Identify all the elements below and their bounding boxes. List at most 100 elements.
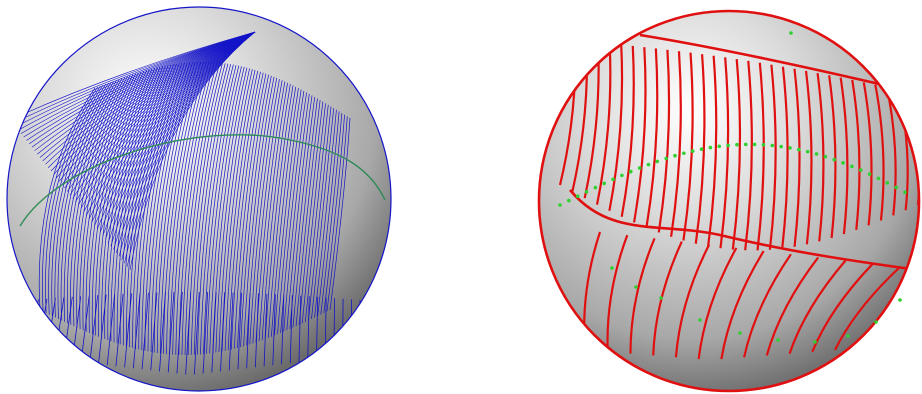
left-curve <box>342 298 344 358</box>
left-curve <box>298 101 324 325</box>
left-curve <box>227 71 261 351</box>
left-curve <box>263 293 268 367</box>
left-curve <box>37 31 256 155</box>
left-curve <box>135 63 180 349</box>
left-curve <box>102 31 256 237</box>
left-sphere-outline <box>6 6 392 392</box>
left-curve <box>19 299 31 356</box>
right-dot <box>814 152 819 156</box>
right-dot <box>779 144 783 149</box>
left-curve <box>258 82 288 342</box>
right-dot <box>743 142 748 147</box>
right-rung <box>756 62 765 251</box>
right-dot <box>735 142 739 147</box>
left-curve <box>141 292 149 370</box>
left-curve <box>86 31 256 216</box>
left-curve <box>67 31 256 192</box>
left-curve <box>184 62 223 356</box>
left-curve <box>28 31 256 145</box>
left-curve <box>18 31 256 131</box>
right-rung <box>608 44 624 212</box>
left-curve <box>15 31 256 128</box>
left-curve <box>124 293 132 368</box>
left-curve <box>113 31 256 250</box>
left-curve <box>107 31 256 243</box>
left-curve <box>58 31 256 182</box>
left-seam-curve <box>19 134 386 227</box>
left-curve <box>88 31 256 219</box>
left-curve <box>237 292 242 370</box>
left-curve <box>267 86 297 338</box>
left-curve <box>200 65 237 355</box>
right-band-top <box>639 33 906 92</box>
left-curve <box>47 31 256 168</box>
left-curve <box>176 292 183 374</box>
right-dot <box>823 154 828 159</box>
left-curve <box>172 61 212 355</box>
right-dot <box>797 147 801 152</box>
right-dot <box>832 157 837 162</box>
left-curve <box>190 63 229 355</box>
left-curve <box>141 62 185 351</box>
right-dot <box>738 331 742 335</box>
right-rung <box>731 59 742 250</box>
right-dot <box>575 194 580 198</box>
left-curve <box>329 117 351 311</box>
right-dot <box>659 296 663 300</box>
left-curve <box>175 62 215 355</box>
left-curve <box>246 293 251 369</box>
left-curve <box>264 85 294 340</box>
left-curve <box>193 291 200 375</box>
left-curve <box>106 294 116 366</box>
left-curve <box>45 31 256 165</box>
left-curve <box>314 109 337 318</box>
left-curve <box>271 88 299 337</box>
left-curve <box>53 31 256 175</box>
left-curve <box>193 64 231 355</box>
left-curve <box>316 296 319 361</box>
left-curve <box>289 96 316 329</box>
right-lower-rung <box>765 256 820 356</box>
right-dot <box>776 338 780 342</box>
left-curve <box>51 83 107 317</box>
left-curve <box>230 72 264 350</box>
right-rung <box>781 66 789 249</box>
right-dot <box>558 203 562 207</box>
left-curve <box>150 292 158 371</box>
right-rung <box>862 82 873 226</box>
right-dot <box>850 164 854 169</box>
left-curve <box>83 31 256 213</box>
left-curve <box>42 31 256 162</box>
left-curve <box>156 61 199 353</box>
left-curve <box>67 78 120 324</box>
right-rung <box>694 54 706 244</box>
left-curve <box>203 65 240 355</box>
left-curve <box>116 31 256 254</box>
left-curve <box>28 299 39 357</box>
right-rung <box>670 51 682 237</box>
left-curve <box>209 66 245 354</box>
left-curve <box>169 61 210 355</box>
left-curve <box>9 31 256 121</box>
right-dot <box>789 31 793 35</box>
left-curve <box>320 113 343 315</box>
right-lower-rung <box>606 234 629 352</box>
left-curve <box>220 292 226 372</box>
right-rung <box>632 47 647 223</box>
left-curve <box>281 294 285 365</box>
left-curve <box>60 80 115 321</box>
left-curve <box>113 66 161 343</box>
left-curve <box>75 31 256 202</box>
right-dot <box>699 147 704 151</box>
right-band-bottom <box>569 189 919 272</box>
right-lower-rung <box>834 266 901 351</box>
right-dot <box>628 169 633 174</box>
left-curve <box>12 31 256 124</box>
left-curve <box>272 294 276 366</box>
right-rung <box>682 52 694 241</box>
left-curve <box>254 293 259 368</box>
right-rung <box>620 45 635 218</box>
left-curve <box>252 80 283 344</box>
right-rung <box>851 79 861 231</box>
